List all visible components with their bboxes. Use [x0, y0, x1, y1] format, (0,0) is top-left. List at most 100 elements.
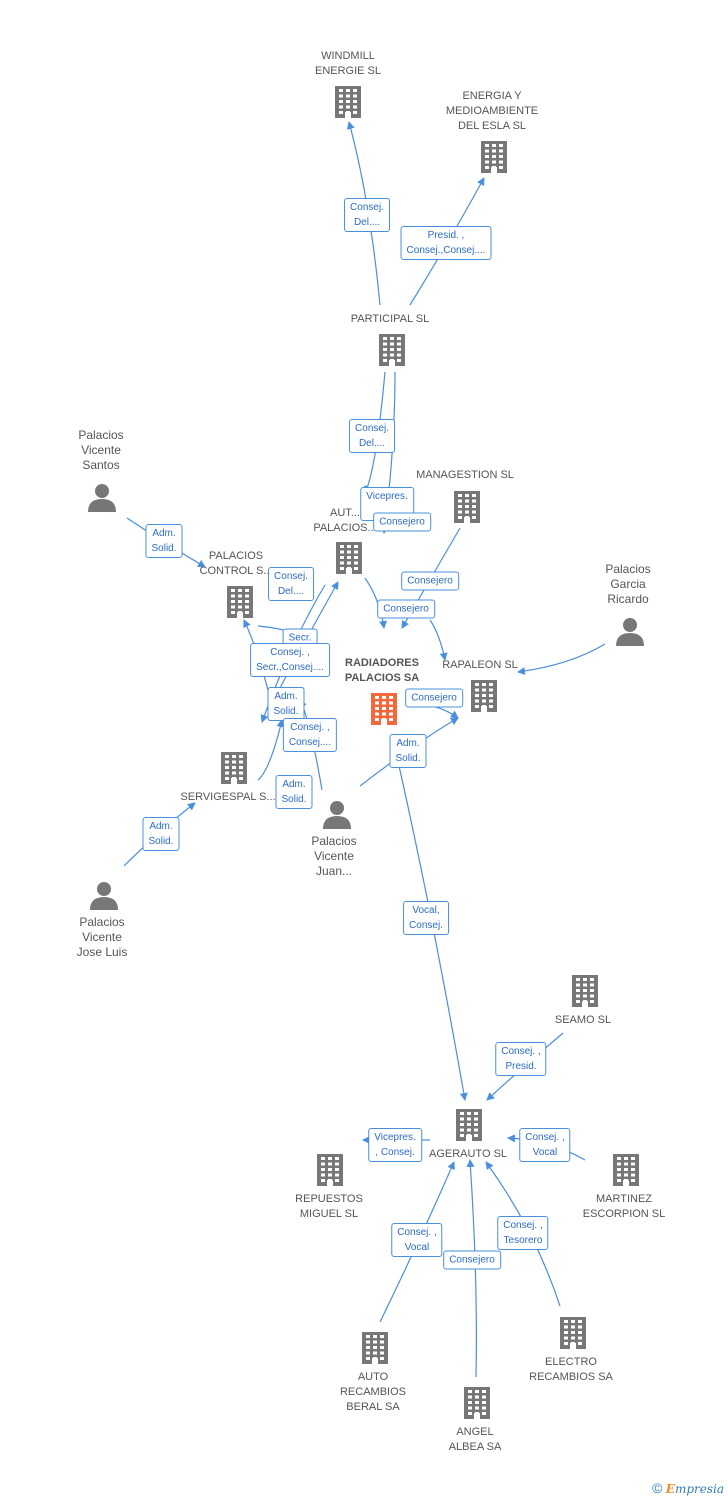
relation-badge-r2[interactable]: Presid. ,Consej.,Consej.... — [400, 226, 492, 260]
relation-badge-r25[interactable]: Consejero — [443, 1250, 501, 1270]
relation-badge-r8[interactable]: Consejero — [401, 571, 459, 591]
autopalacios-label-line: PALACIOS... — [313, 522, 377, 534]
p_santos-person-icon[interactable] — [88, 484, 116, 512]
p_ricardo-label-line: Garcia — [610, 577, 646, 591]
p_juan-person-icon[interactable] — [323, 801, 351, 829]
agerauto-label[interactable]: AGERAUTO SL — [429, 1147, 507, 1162]
relation-badge-text: Tesorero — [503, 1235, 543, 1246]
relation-badge-text: Consejero — [411, 692, 457, 704]
autopalacios-label[interactable]: AUT... PALACIOS... — [313, 506, 376, 536]
relation-badge-text: Del.... — [353, 217, 381, 228]
autopalacios-label-line: AUT... — [330, 507, 360, 519]
windmill-building-icon[interactable] — [335, 86, 361, 118]
radiadores-label-line: PALACIOS SA — [344, 672, 420, 684]
martinez-building-icon[interactable] — [613, 1154, 639, 1186]
footer-brand[interactable]: © Empresia — [652, 1480, 724, 1496]
seamo-label[interactable]: SEAMO SL — [555, 1013, 611, 1028]
relation-badge-text: Adm. — [149, 821, 173, 832]
relation-badge-text: Consej. , — [525, 1132, 565, 1143]
p_joseluis-label-line: Jose Luis — [76, 945, 128, 959]
relation-badge-r3[interactable]: Consej.Del.... — [349, 419, 395, 453]
relation-badge-text: Consejero — [379, 516, 425, 528]
relation-badge-text: Consej. — [274, 571, 308, 582]
p_joseluis-person-icon[interactable] — [90, 882, 118, 910]
p_ricardo-person-icon[interactable] — [616, 618, 644, 646]
relation-badge-text: Adm. — [152, 528, 176, 539]
p_juan-label-line: Palacios — [311, 834, 357, 848]
rapaleon-label[interactable]: RAPALEON SL — [442, 658, 518, 673]
relation-badge-r13[interactable]: Adm.Solid. — [267, 687, 305, 721]
martinez-label-line: MARTINEZ — [595, 1193, 653, 1205]
p_santos-label-line: Santos — [82, 458, 120, 472]
relation-badge-r21[interactable]: Vicepres., Consej. — [368, 1128, 422, 1162]
relation-badge-r16[interactable]: Adm.Solid. — [389, 734, 427, 768]
relation-badge-r9[interactable]: Consejero — [377, 599, 435, 619]
relation-badge-text: Consejero — [383, 603, 429, 615]
seamo-building-icon[interactable] — [572, 975, 598, 1007]
participal-building-icon[interactable] — [379, 334, 405, 366]
relation-badge-r22[interactable]: Consej. ,Vocal — [519, 1128, 571, 1162]
agerauto-label-line: AGERAUTO SL — [428, 1148, 508, 1160]
participal-label[interactable]: PARTICIPAL SL — [351, 312, 429, 327]
auto_recambios-label-line: RECAMBIOS — [339, 1386, 407, 1398]
relation-badge-r17[interactable]: Adm.Solid. — [275, 775, 313, 809]
energia-label-line: MEDIOAMBIENTE — [445, 105, 539, 117]
palacios_control-label-line: PALACIOS — [208, 550, 264, 562]
relation-badge-r1[interactable]: Consej.Del.... — [344, 198, 390, 232]
relation-badge-r5[interactable]: Consejero — [373, 512, 431, 532]
relation-badge-text: Vocal, — [412, 905, 440, 916]
relation-badge-text: Del.... — [277, 586, 305, 597]
relation-badge-r7[interactable]: Consej. Del.... — [268, 567, 314, 601]
relation-badge-r14[interactable]: Consejero — [405, 688, 463, 708]
agerauto-building-icon[interactable] — [456, 1109, 482, 1141]
relation-badge-text: Consej. , — [501, 1046, 541, 1057]
relation-badge-r18[interactable]: Adm.Solid. — [142, 817, 180, 851]
radiadores-building-icon[interactable] — [371, 693, 397, 725]
auto_recambios-building-icon[interactable] — [362, 1332, 388, 1364]
palacios_control-building-icon[interactable] — [227, 586, 253, 618]
relation-badge-r23[interactable]: Consej. ,Vocal — [391, 1223, 443, 1257]
angel-building-icon[interactable] — [464, 1387, 490, 1419]
relation-badge-r11[interactable]: Consej. ,Secr.,Consej.... — [250, 643, 330, 677]
angel-label-line: ANGEL — [456, 1426, 494, 1438]
relation-badge-text: Solid. — [281, 794, 307, 805]
managestion-label[interactable]: MANAGESTION SL — [416, 468, 514, 483]
servigespal-label[interactable]: SERVIGESPAL S... — [180, 790, 275, 805]
relation-badge-r20[interactable]: Consej. , Presid. — [495, 1042, 547, 1076]
p_santos-label-line: Palacios — [78, 428, 124, 442]
managestion-building-icon[interactable] — [454, 491, 480, 523]
relation-badge-text: Presid. — [505, 1061, 537, 1072]
relation-badge-text: Adm. — [396, 738, 420, 749]
servigespal-building-icon[interactable] — [221, 752, 247, 784]
repuestos-building-icon[interactable] — [317, 1154, 343, 1186]
repuestos-label-line: REPUESTOS — [295, 1193, 363, 1205]
relation-badge-text: Presid. , — [427, 230, 465, 241]
relation-badge-text: , Consej. — [375, 1147, 415, 1158]
autopalacios-building-icon[interactable] — [336, 542, 362, 574]
relation-badge-r19[interactable]: Vocal,Consej. — [403, 901, 449, 935]
energia-building-icon[interactable] — [481, 141, 507, 173]
auto_recambios-label-line: BERAL SA — [346, 1401, 400, 1413]
rapaleon-building-icon[interactable] — [471, 680, 497, 712]
electro-building-icon[interactable] — [560, 1317, 586, 1349]
relation-badge-r24[interactable]: Consej. ,Tesorero — [497, 1216, 549, 1250]
p_juan-label-line: Juan... — [315, 864, 353, 878]
relation-badge-r6[interactable]: Adm.Solid. — [145, 524, 183, 558]
relation-badge-text: Consejero — [449, 1254, 495, 1266]
edges-layer — [123, 121, 606, 1378]
relation-badge-r15[interactable]: Consej. ,Consej.... — [282, 718, 338, 752]
